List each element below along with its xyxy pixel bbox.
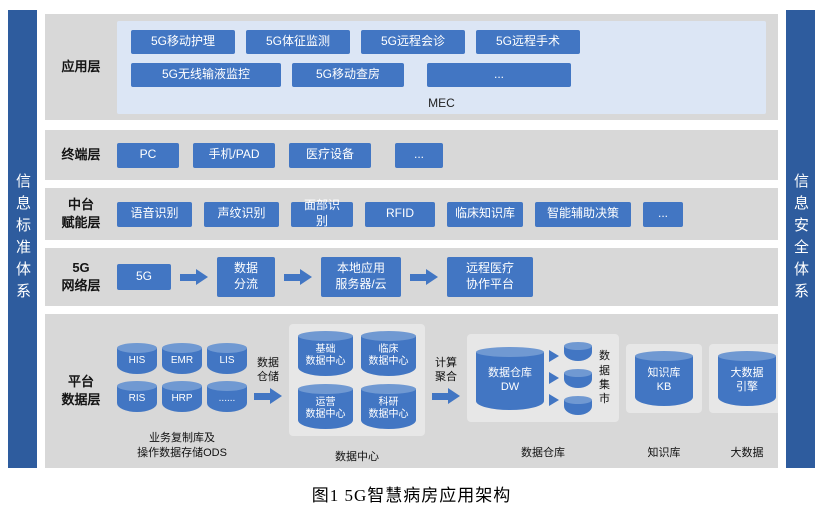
node-5g-remote-surgery: 5G远程手术	[476, 29, 580, 54]
node-data-offload: 数据 分流	[217, 257, 275, 297]
node-5g-remote-consultation: 5G远程会诊	[361, 29, 465, 54]
data-center-caption: 数据中心	[335, 450, 379, 463]
data-warehouse-caption: 数据仓库	[521, 446, 565, 459]
cylinder-ris: RIS	[117, 381, 157, 413]
knowledge-base-caption: 知识库	[647, 446, 681, 459]
node-middle-platform-more: ...	[643, 201, 683, 227]
middle-platform-items: 语音识别 声纹识别 面部识别 RFID 临床知识库 智能辅助决策 ...	[117, 198, 778, 228]
knowledge-base-body: 知识库 KB	[626, 324, 702, 432]
layer-application: 应用层 5G移动护理 5G体征监测 5G远程会诊 5G远程手术 5G无线输液监控…	[45, 14, 778, 120]
cylinder-data-mart	[564, 342, 592, 361]
big-data-body: 大数据 引擎	[709, 324, 785, 432]
layer-middle-platform: 中台 赋能层 语音识别 声纹识别 面部识别 RFID 临床知识库 智能辅助决策 …	[45, 188, 778, 240]
left-bar-label: 信息标准体系	[14, 173, 31, 305]
right-bar-information-security-system: 信息安全体系	[786, 10, 815, 468]
compute-aggregation-flow: 计算 聚合	[432, 356, 460, 405]
mec-label: MEC	[428, 95, 455, 110]
terminal-items: PC 手机/PAD 医疗设备 ...	[117, 142, 778, 168]
application-row-2: 5G无线输液监控 5G移动查房 ...	[131, 62, 752, 87]
node-5g-mobile-rounds: 5G移动查房	[292, 62, 404, 87]
layer-platform-data: 平台 数据层 HIS EMR LIS RIS HRP ...... 业务复制库及…	[45, 314, 785, 468]
cylinder-lis: LIS	[207, 343, 247, 375]
node-terminal-more: ...	[395, 142, 443, 168]
node-remote-medical-collaboration-platform: 远程医疗 协作平台	[447, 257, 533, 297]
node-5g-mobile-nursing: 5G移动护理	[131, 29, 235, 54]
node-phone-pad: 手机/PAD	[193, 142, 275, 168]
cylinder-data-mart	[564, 396, 592, 415]
fan-arrows-icon	[549, 350, 559, 406]
cylinder-emr: EMR	[162, 343, 202, 375]
right-arrow-icon	[254, 388, 282, 405]
figure-caption: 图1 5G智慧病房应用架构	[311, 486, 512, 505]
ods-group: HIS EMR LIS RIS HRP ...... 业务复制库及 操作数据存储…	[117, 324, 247, 462]
node-intelligent-assisted-decision: 智能辅助决策	[535, 201, 631, 227]
data-mart-cylinders	[564, 341, 592, 415]
right-arrow-icon	[410, 269, 438, 285]
data-warehousing-flow: 数据 仓储	[254, 356, 282, 405]
node-5g-wireless-infusion-monitoring: 5G无线输液监控	[131, 62, 281, 87]
layer-5g-network-label: 5G 网络层	[61, 259, 101, 293]
data-warehouse-body: 数据仓库 DW 数据 集市	[467, 324, 619, 432]
node-application-more: ...	[427, 62, 571, 87]
node-clinical-knowledge-base: 临床知识库	[447, 201, 523, 227]
data-mart-label: 数据 集市	[599, 350, 610, 406]
node-face-recognition: 面部识别	[291, 198, 353, 228]
layer-middle-platform-label: 中台 赋能层	[61, 196, 101, 230]
cylinder-research-data-center: 科研 数据中心	[361, 384, 416, 429]
layer-terminal: 终端层 PC 手机/PAD 医疗设备 ...	[45, 130, 778, 180]
cylinder-operation-data-center: 运营 数据中心	[298, 384, 353, 429]
layer-application-label: 应用层	[61, 58, 101, 74]
cylinder-basic-data-center: 基础 数据中心	[298, 331, 353, 376]
application-row-1: 5G移动护理 5G体征监测 5G远程会诊 5G远程手术	[131, 29, 752, 54]
left-bar-information-standard-system: 信息标准体系	[8, 10, 37, 468]
mec-container: 5G移动护理 5G体征监测 5G远程会诊 5G远程手术 5G无线输液监控 5G移…	[117, 20, 766, 114]
layer-5g-network: 5G 网络层 5G 数据 分流 本地应用 服务器/云 远程医疗 协作平台	[45, 248, 778, 306]
ods-caption: 业务复制库及 操作数据存储ODS	[137, 432, 227, 459]
right-arrow-icon	[284, 269, 312, 285]
cylinder-clinical-data-center: 临床 数据中心	[361, 331, 416, 376]
network-flow: 5G 数据 分流 本地应用 服务器/云 远程医疗 协作平台	[117, 257, 778, 297]
big-data-group: 大数据 引擎 大数据	[709, 324, 785, 462]
cylinder-hrp: HRP	[162, 381, 202, 413]
cylinder-ods-more: ......	[207, 381, 247, 413]
node-voiceprint-recognition: 声纹识别	[204, 201, 279, 227]
node-rfid: RFID	[365, 201, 435, 227]
cylinder-data-mart	[564, 369, 592, 388]
data-warehouse-group: 数据仓库 DW 数据 集市 数据仓库	[467, 324, 619, 462]
cylinder-his: HIS	[117, 343, 157, 375]
big-data-caption: 大数据	[730, 446, 764, 459]
right-bar-label: 信息安全体系	[792, 173, 809, 305]
compute-aggregation-label: 计算 聚合	[435, 356, 457, 383]
node-medical-equipment: 医疗设备	[289, 142, 371, 168]
cylinder-big-data-engine: 大数据 引擎	[718, 350, 776, 406]
node-5g-sign-monitoring: 5G体征监测	[246, 29, 350, 54]
layer-terminal-label: 终端层	[61, 146, 101, 162]
cylinder-data-warehouse-dw: 数据仓库 DW	[476, 346, 544, 410]
platform-data-content: HIS EMR LIS RIS HRP ...... 业务复制库及 操作数据存储…	[117, 314, 791, 468]
data-warehousing-label: 数据 仓储	[257, 356, 279, 383]
layer-platform-data-label: 平台 数据层	[61, 373, 101, 407]
data-center-cylinders: 基础 数据中心 临床 数据中心 运营 数据中心 科研 数据中心	[289, 324, 425, 436]
cylinder-knowledge-base-kb: 知识库 KB	[635, 350, 693, 406]
data-center-group: 基础 数据中心 临床 数据中心 运营 数据中心 科研 数据中心 数据中心	[289, 324, 425, 463]
right-arrow-icon	[180, 269, 208, 285]
node-pc: PC	[117, 142, 179, 168]
knowledge-base-group: 知识库 KB 知识库	[626, 324, 702, 462]
node-speech-recognition: 语音识别	[117, 201, 192, 227]
node-5g: 5G	[117, 264, 171, 290]
node-local-app-server-cloud: 本地应用 服务器/云	[321, 257, 401, 297]
right-arrow-icon	[432, 388, 460, 405]
ods-cylinders: HIS EMR LIS RIS HRP ......	[117, 324, 247, 431]
